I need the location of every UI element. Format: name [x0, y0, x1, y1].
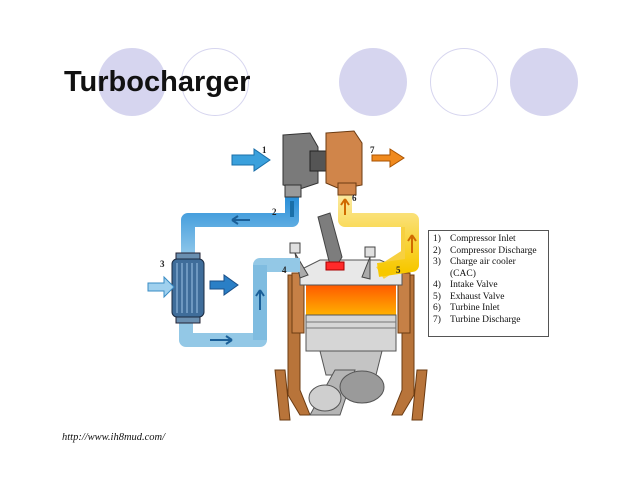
marker-3: 3 [160, 259, 165, 269]
legend-item: 7) Turbine Discharge [433, 315, 544, 327]
legend-item: 2) Compressor Discharge [433, 246, 544, 258]
legend-item-label: Compressor Discharge [450, 245, 537, 256]
charge-air-cooler [171, 252, 205, 324]
legend-item-label: Turbine Inlet [450, 303, 500, 313]
turbine-discharge-arrow [371, 148, 405, 168]
legend-item: 6) Turbine Inlet [433, 303, 544, 315]
legend-item-label: Turbine Discharge [450, 314, 521, 325]
legend-item-number: 5) [433, 291, 441, 302]
legend-item-number: 3) [433, 257, 441, 267]
legend-item: 0)(CAC) [433, 269, 544, 281]
pipe-arrow-bottom [210, 335, 233, 345]
spark-plug-band [325, 261, 345, 271]
legend-item-label: Compressor Inlet [450, 234, 516, 244]
deco-circle-3 [339, 48, 407, 116]
turbine-inlet-arrow [340, 198, 350, 215]
legend-item: 3) Charge air cooler [433, 257, 544, 269]
deco-circle-4 [430, 48, 498, 116]
legend-item-label: Exhaust Valve [450, 291, 505, 302]
deco-circle-1 [98, 48, 166, 116]
slide-title: Turbocharger [64, 66, 251, 98]
compressor-inlet-arrow [231, 148, 271, 172]
legend-item-label: Charge air cooler [450, 257, 516, 267]
legend-item: 1) Compressor Inlet [433, 234, 544, 246]
deco-circle-5 [510, 48, 578, 116]
marker-7: 7 [370, 145, 375, 155]
exhaust-valve [361, 246, 376, 280]
marker-6: 6 [352, 193, 357, 203]
marker-5: 5 [396, 265, 401, 275]
marker-2: 2 [272, 207, 277, 217]
marker-4: 4 [282, 265, 287, 275]
legend-item-label: Intake Valve [450, 280, 498, 290]
legend-item-number: 1) [433, 234, 441, 244]
piston [305, 314, 397, 416]
pipe-arrow-up-hot [407, 234, 417, 253]
legend-item-number: 4) [433, 280, 441, 290]
pipe-arrow-up-cold [255, 289, 265, 310]
marker-1: 1 [262, 145, 267, 155]
turbocharger-diagram: 1 2 3 4 5 6 7 [147, 130, 428, 421]
legend-item-number: 6) [433, 303, 441, 313]
legend-item-label: (CAC) [450, 268, 476, 279]
pipe-arrow-left [231, 215, 250, 225]
legend-item: 4) Intake Valve [433, 280, 544, 292]
legend-item: 5) Exhaust Valve [433, 292, 544, 304]
legend-item-number: 2) [433, 245, 441, 256]
cooler-inlet-arrow [147, 275, 175, 299]
source-caption: http://www.ih8mud.com/ [62, 432, 166, 443]
diagram-legend: 1) Compressor Inlet 2) Compressor Discharge… [428, 230, 549, 337]
legend-item-number: 7) [433, 314, 441, 325]
turbocharger-unit [282, 130, 363, 198]
cooler-outlet-arrow [209, 274, 239, 296]
deco-circle-2 [181, 48, 249, 116]
flow-arrows [147, 148, 417, 345]
combustion-chamber [306, 285, 396, 315]
engine-block [274, 272, 428, 421]
